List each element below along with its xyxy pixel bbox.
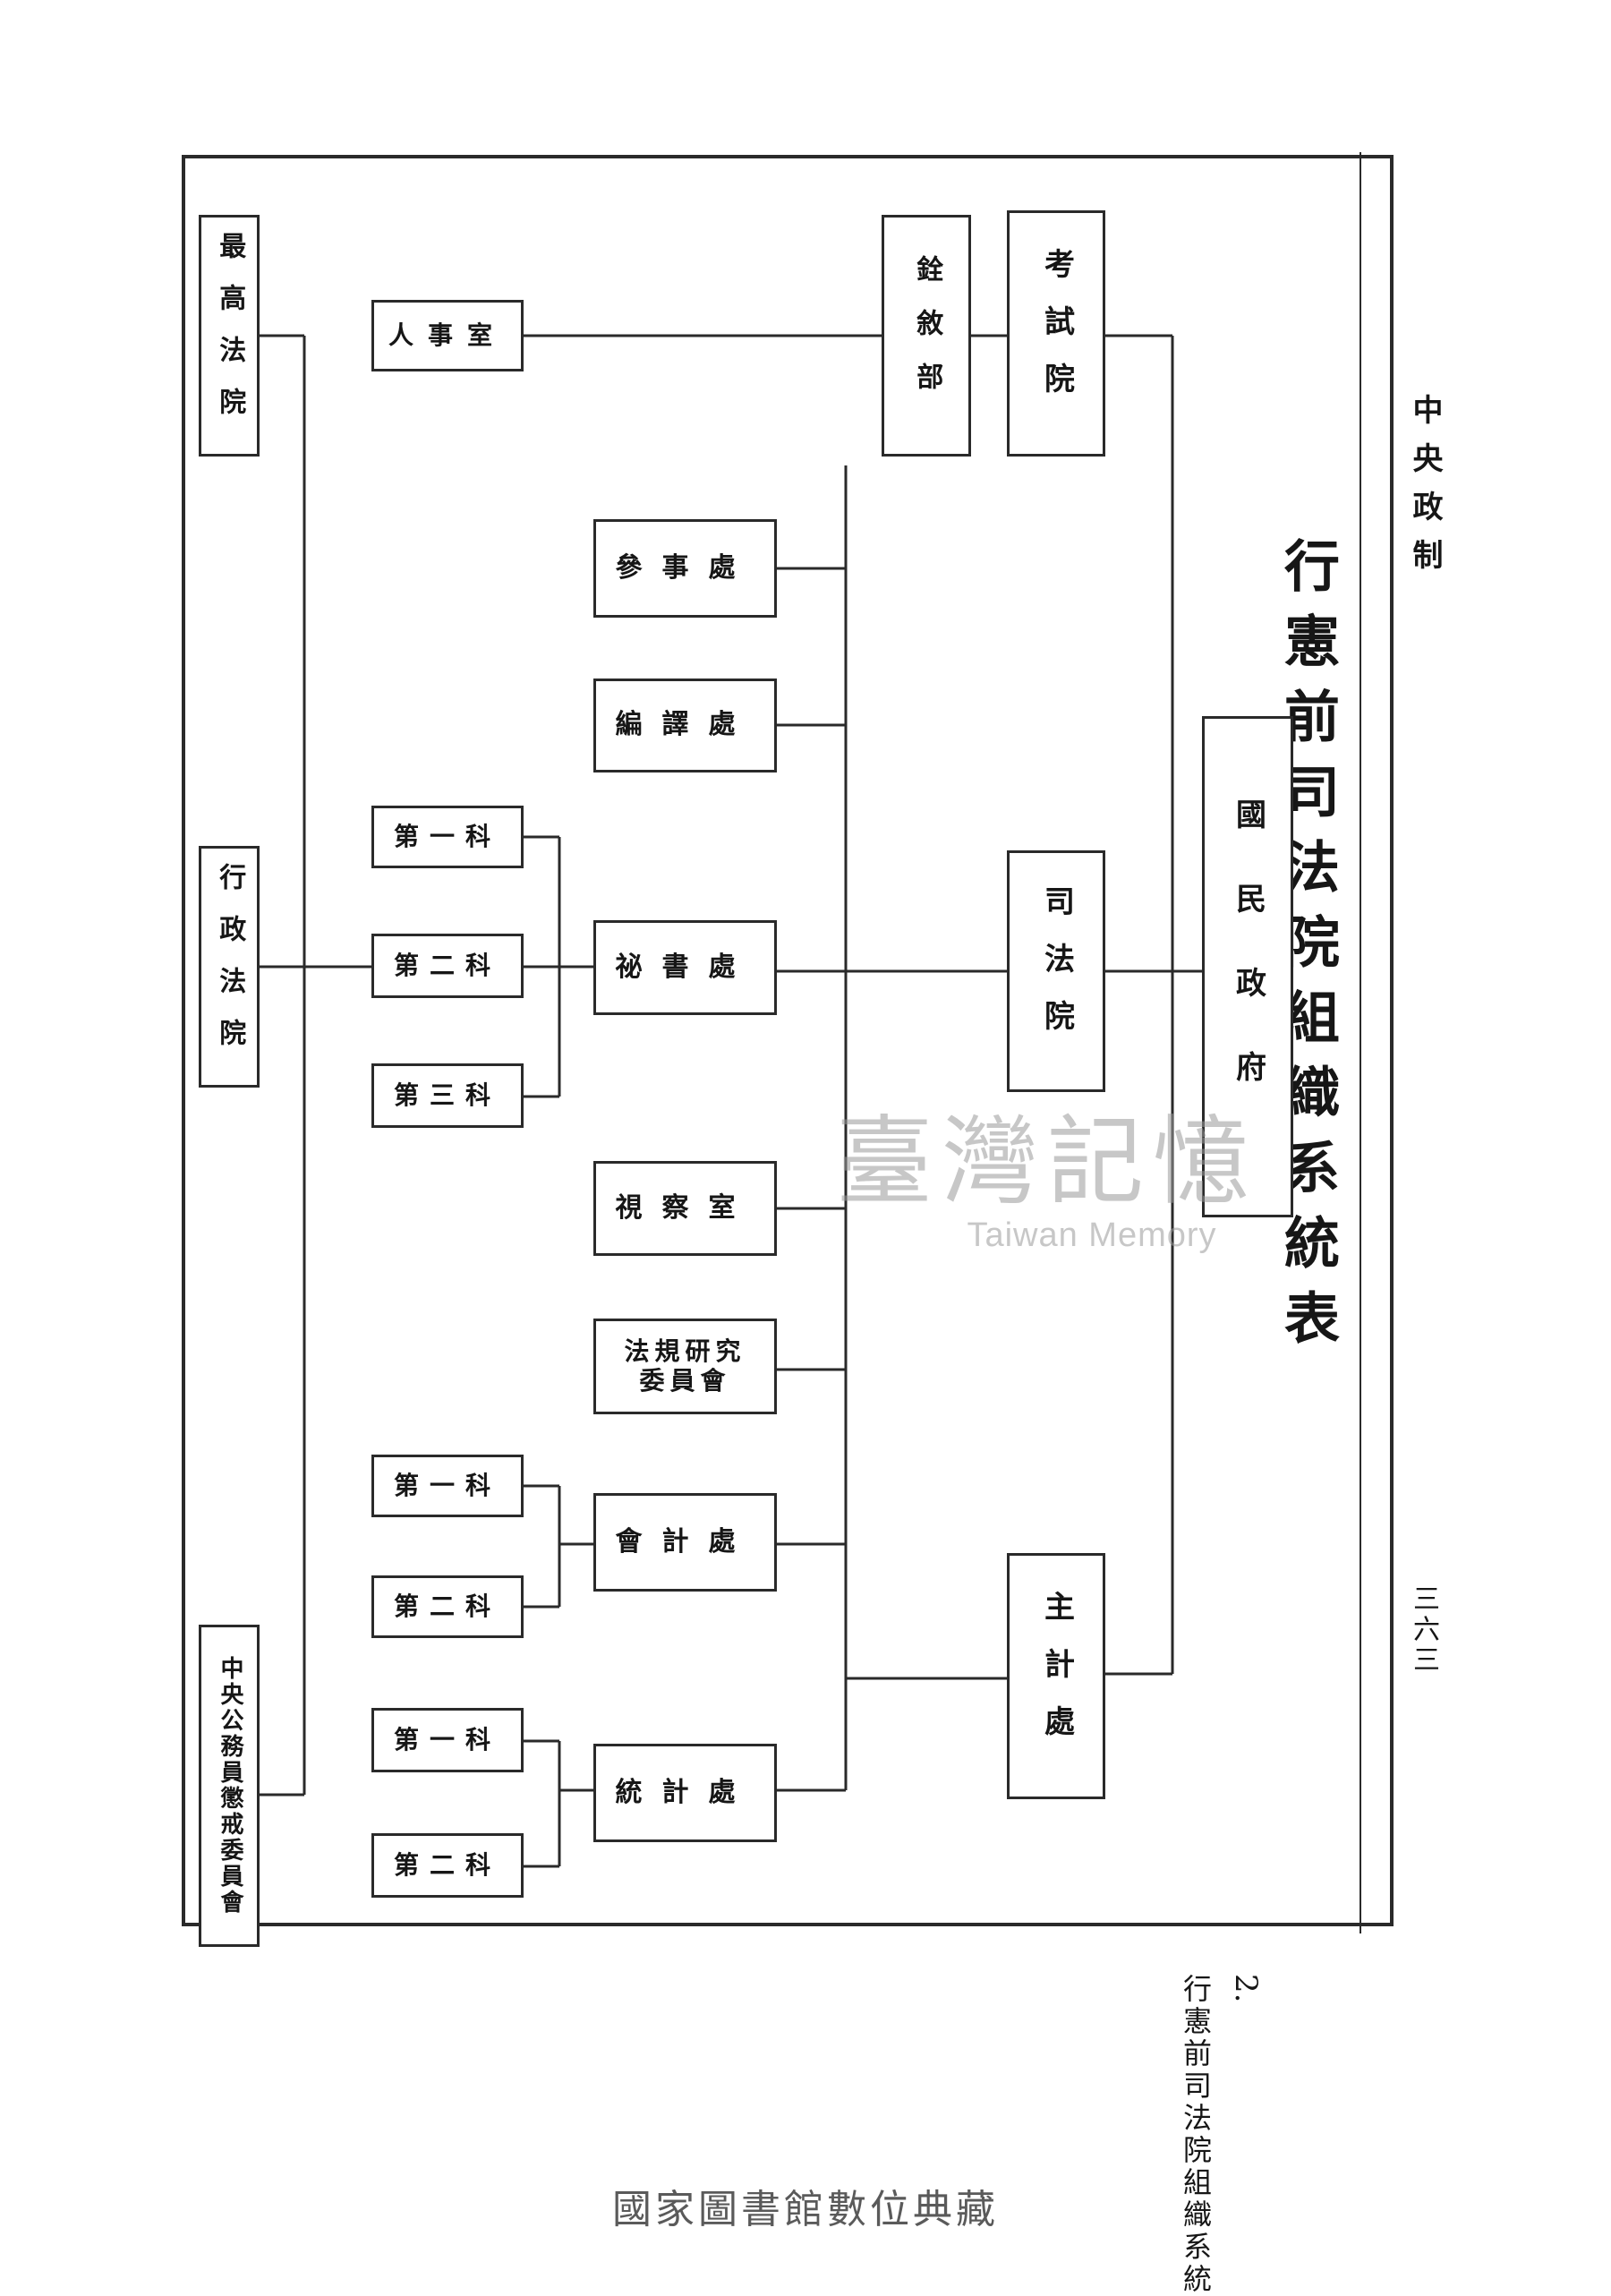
node-mishu-ke3[interactable]: 第三科 [371, 1063, 524, 1128]
node-label: 編譯處 [615, 709, 755, 741]
node-kuaiji-ke2[interactable]: 第二科 [371, 1575, 524, 1638]
node-fagui-hui[interactable]: 法規研究 委員會 [593, 1319, 777, 1414]
category-header: 中央政制 [1407, 394, 1443, 587]
node-kuaiji-chu[interactable]: 會計處 [593, 1493, 777, 1592]
node-label: 第一科 [393, 1724, 501, 1754]
node-label: 祕書處 [615, 951, 755, 983]
node-mishu-ke1[interactable]: 第一科 [371, 806, 524, 868]
section-title: 行憲前司法院組織系統 [1179, 1974, 1213, 2296]
node-label: 統計處 [615, 1776, 755, 1808]
node-label: 司法院 [1038, 885, 1075, 1057]
node-zhuji-chu[interactable]: 主計處 [1007, 1553, 1105, 1799]
node-label: 第二科 [393, 1591, 501, 1621]
node-mishu-chu[interactable]: 祕書處 [593, 920, 777, 1015]
node-shicha-shi[interactable]: 視察室 [593, 1161, 777, 1256]
node-label: 視察室 [615, 1191, 755, 1224]
node-label: 第三科 [393, 1080, 501, 1110]
node-label: 第一科 [393, 1470, 501, 1500]
node-label: 第二科 [393, 950, 501, 980]
node-chengjie-hui[interactable]: 中央公務員懲戒委員會 [199, 1625, 260, 1947]
page: 中央政制 三六三 行憲前司法院組織系統表 2. 行憲前司法院組織系統 國民政府 … [182, 152, 1443, 2296]
node-label: 銓敘部 [911, 255, 943, 416]
node-tongji-chu[interactable]: 統計處 [593, 1744, 777, 1842]
node-label: 行政法院 [214, 863, 246, 1071]
page-number: 三六三 [1408, 1584, 1439, 1676]
node-label: 國民政府 [1230, 798, 1266, 1135]
node-sifa-yuan[interactable]: 司法院 [1007, 850, 1105, 1092]
connector-lines [182, 152, 1394, 1933]
section-number: 2. [1228, 1974, 1264, 2003]
node-label: 第二科 [393, 1849, 501, 1880]
node-label: 主計處 [1038, 1590, 1075, 1763]
node-label: 最高法院 [214, 232, 246, 440]
node-renshi-shi[interactable]: 人事室 [371, 300, 524, 371]
node-xingzheng-fayuan[interactable]: 行政法院 [199, 846, 260, 1088]
archive-footer: 國家圖書館數位典藏 [612, 2187, 999, 2232]
node-mishu-ke2[interactable]: 第二科 [371, 934, 524, 998]
node-canshi-chu[interactable]: 參事處 [593, 519, 777, 618]
node-quanxu-bu[interactable]: 銓敘部 [882, 215, 971, 457]
node-kuaiji-ke1[interactable]: 第一科 [371, 1455, 524, 1517]
node-label: 中央公務員懲戒委員會 [216, 1656, 243, 1916]
node-label: 會計處 [615, 1525, 755, 1558]
node-tongji-ke2[interactable]: 第二科 [371, 1833, 524, 1898]
node-label: 人事室 [388, 320, 507, 350]
node-zuigao-fayuan[interactable]: 最高法院 [199, 215, 260, 457]
node-label: 考試院 [1038, 247, 1075, 420]
node-bianyi-chu[interactable]: 編譯處 [593, 679, 777, 772]
node-tongji-ke1[interactable]: 第一科 [371, 1708, 524, 1772]
node-label: 法規研究 委員會 [624, 1336, 746, 1396]
node-label: 參事處 [615, 551, 755, 584]
node-label: 第一科 [393, 821, 501, 851]
node-kaoshi-yuan[interactable]: 考試院 [1007, 210, 1105, 457]
node-guomin-zhengfu[interactable]: 國民政府 [1202, 716, 1293, 1217]
